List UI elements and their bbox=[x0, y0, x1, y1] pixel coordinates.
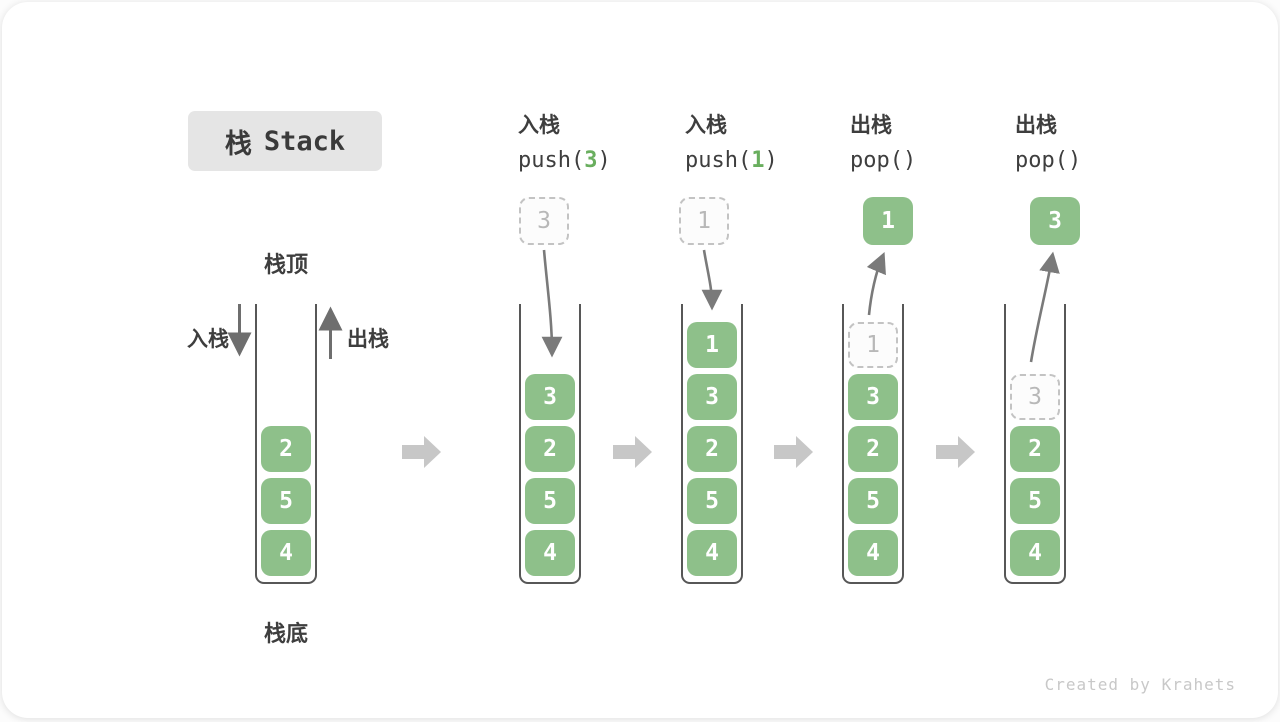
stack-element: 4 bbox=[1010, 530, 1060, 576]
title-en: Stack bbox=[263, 125, 346, 157]
operation-header: 出栈 pop() bbox=[850, 108, 1010, 178]
operation-label: 入栈 bbox=[685, 114, 727, 137]
watermark: Created by Krahets bbox=[1044, 675, 1236, 694]
stack-element-ghost: 1 bbox=[848, 322, 898, 368]
code-post: ) bbox=[764, 148, 778, 173]
stack-element-ghost: 3 bbox=[1010, 374, 1060, 420]
push-direction-label: 入栈 bbox=[187, 328, 229, 351]
operation-code: pop() bbox=[850, 143, 1010, 178]
stack-element: 3 bbox=[687, 374, 737, 420]
operation-header: 出栈 pop() bbox=[1015, 108, 1175, 178]
operation-label: 出栈 bbox=[850, 114, 892, 137]
operation-code: pop() bbox=[1015, 143, 1175, 178]
stack-element: 2 bbox=[261, 426, 311, 472]
stack-container-3 bbox=[842, 304, 904, 584]
stack-element: 1 bbox=[687, 322, 737, 368]
step-arrow-icon bbox=[613, 436, 652, 468]
code-arg: 3 bbox=[584, 148, 598, 173]
popped-value-box: 3 bbox=[1030, 197, 1080, 245]
stack-element: 4 bbox=[848, 530, 898, 576]
stack-element: 2 bbox=[687, 426, 737, 472]
stack-element: 2 bbox=[848, 426, 898, 472]
title-zh: 栈 bbox=[224, 128, 252, 159]
stack-container-1 bbox=[519, 304, 581, 584]
stack-container-0 bbox=[255, 304, 317, 584]
stack-bottom-label: 栈底 bbox=[263, 621, 308, 646]
stack-element: 2 bbox=[1010, 426, 1060, 472]
pushed-value-box: 1 bbox=[679, 197, 729, 245]
code-pre: push( bbox=[518, 148, 585, 173]
code-post: ) bbox=[1067, 148, 1082, 173]
stack-element: 4 bbox=[687, 530, 737, 576]
stack-element: 4 bbox=[261, 530, 311, 576]
code-post: ) bbox=[902, 148, 917, 173]
code-pre: push( bbox=[685, 148, 752, 173]
stack-container-4 bbox=[1004, 304, 1066, 584]
pop-direction-label: 出栈 bbox=[347, 328, 389, 351]
operation-label: 出栈 bbox=[1015, 114, 1057, 137]
operation-header: 入栈 push(3) bbox=[518, 108, 678, 178]
step-arrow-icon bbox=[936, 436, 975, 468]
stack-element: 5 bbox=[525, 478, 575, 524]
title-box: 栈 Stack bbox=[188, 111, 382, 171]
stack-top-label: 栈顶 bbox=[263, 252, 308, 277]
stack-element: 2 bbox=[525, 426, 575, 472]
stack-element: 3 bbox=[848, 374, 898, 420]
operation-header: 入栈 push(1) bbox=[685, 108, 845, 178]
operation-label: 入栈 bbox=[518, 114, 560, 137]
push1-flow-arrow-icon bbox=[701, 249, 723, 311]
stack-element: 5 bbox=[687, 478, 737, 524]
code-post: ) bbox=[597, 148, 611, 173]
operation-code: push(3) bbox=[518, 143, 678, 178]
stack-element: 5 bbox=[1010, 478, 1060, 524]
stack-element: 4 bbox=[525, 530, 575, 576]
step-arrow-icon bbox=[774, 436, 813, 468]
stack-element: 5 bbox=[261, 478, 311, 524]
stack-container-2 bbox=[681, 304, 743, 584]
stack-element: 5 bbox=[848, 478, 898, 524]
code-pre: pop( bbox=[1015, 148, 1068, 173]
operation-code: push(1) bbox=[685, 143, 845, 178]
stack-element: 3 bbox=[525, 374, 575, 420]
popped-value-box: 1 bbox=[863, 197, 913, 245]
step-arrow-icon bbox=[402, 436, 441, 468]
pushed-value-box: 3 bbox=[519, 197, 569, 245]
code-arg: 1 bbox=[751, 148, 765, 173]
code-pre: pop( bbox=[850, 148, 903, 173]
